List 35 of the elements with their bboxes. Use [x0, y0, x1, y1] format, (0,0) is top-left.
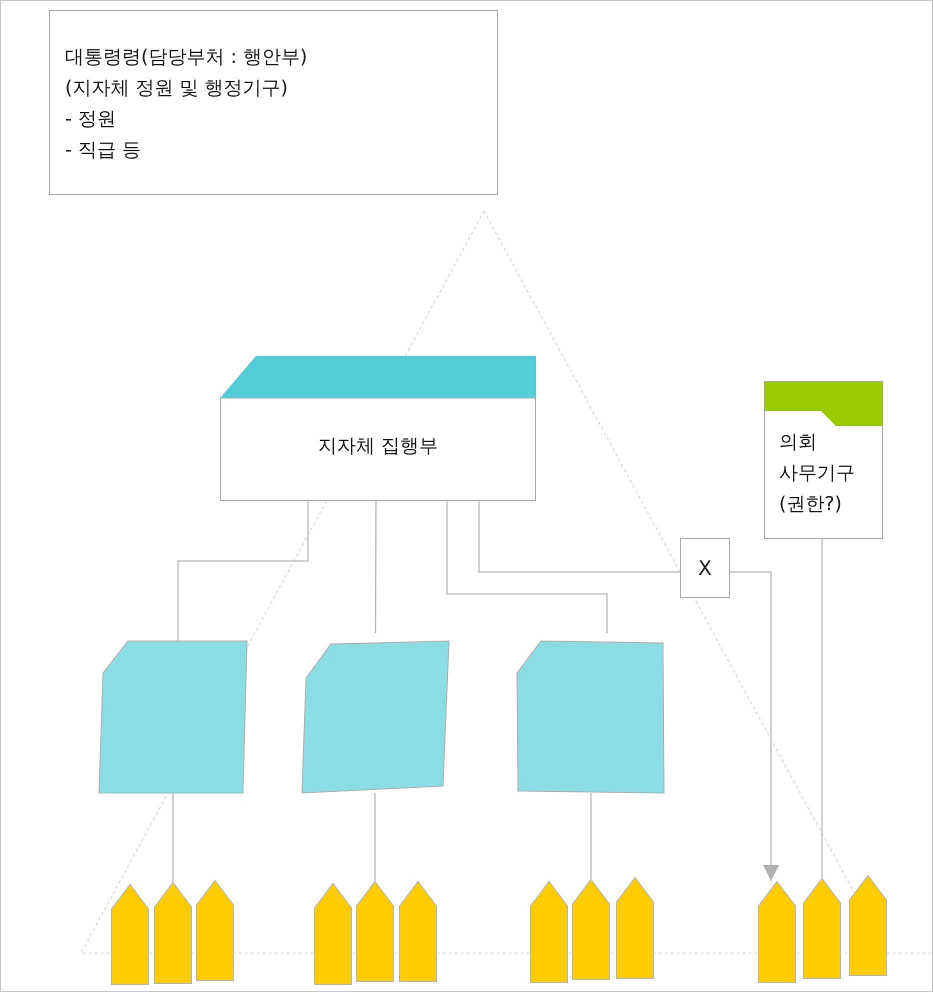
office-box: [764, 381, 883, 539]
list-item: - 정원: [65, 107, 116, 132]
list-item: - 직급 등: [65, 138, 141, 163]
pentagon-shape: [356, 881, 394, 982]
pentagon-shape: [154, 882, 192, 984]
note-text: (지자체 정원 및 행정기구): [65, 76, 288, 101]
pentagon-shape: [314, 883, 352, 985]
connector-line: [821, 539, 823, 878]
box-text: 의회 사무기구 (권한?): [779, 430, 856, 517]
connector-line: [374, 501, 377, 633]
pentagon-shape: [399, 881, 437, 982]
pentagon-shape: [530, 881, 568, 983]
pentagon-shape: [111, 884, 149, 985]
pentagon-shape: [616, 877, 654, 979]
connector-line: [446, 501, 608, 633]
connector-line: [374, 793, 376, 881]
arrow: [730, 571, 779, 881]
pentagon-shape: [196, 880, 234, 981]
parallelogram-shape: [517, 641, 664, 793]
parallelogram-shape: [99, 641, 247, 793]
mark-box: [680, 538, 730, 598]
note-box: [49, 10, 498, 195]
note-text: 대통령령(담당부처 : 행안부): [65, 45, 308, 70]
connector-line: [590, 793, 592, 879]
department-box: [220, 356, 536, 501]
parallelogram-shape: [302, 641, 449, 793]
box-title: 지자체 집행부: [316, 434, 440, 459]
pentagon-shape: [849, 875, 887, 976]
pentagon-shape: [572, 879, 610, 980]
pentagon-shape: [758, 881, 796, 983]
pentagon-shape: [803, 878, 841, 979]
connector-line: [478, 501, 680, 573]
mark-label: X: [697, 556, 713, 580]
connector-line: [172, 793, 174, 882]
connector-line: [177, 501, 309, 641]
